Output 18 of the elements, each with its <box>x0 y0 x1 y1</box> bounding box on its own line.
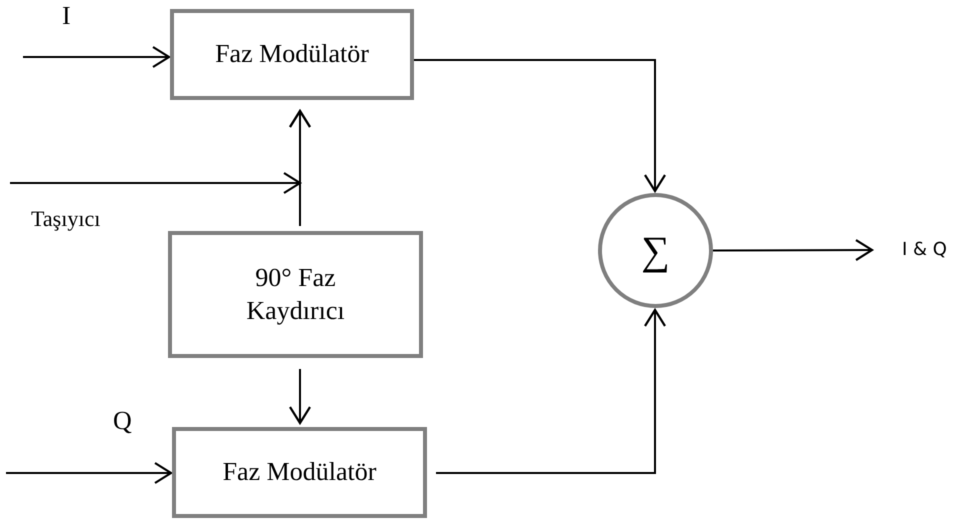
signal-label: I <box>62 1 71 31</box>
sigma-symbol: ∑ <box>641 226 670 274</box>
modulator-box <box>172 427 427 518</box>
arrow <box>436 308 666 474</box>
box-label: Faz Modülatör <box>222 456 376 488</box>
output-label: I & Q <box>902 238 947 262</box>
signal-label: Q <box>113 406 132 436</box>
arrow <box>288 110 312 226</box>
box-label: 90° Faz Kaydırıcı <box>245 262 346 327</box>
box-label: Faz Modülatör <box>215 38 369 70</box>
arrow <box>288 369 312 424</box>
arrow <box>414 59 666 192</box>
arrow <box>713 238 874 262</box>
arrow <box>23 46 170 68</box>
signal-label: Taşıyıcı <box>31 206 100 232</box>
arrow <box>6 462 172 484</box>
phase-shifter-box <box>168 231 423 358</box>
modulator-box <box>170 9 414 100</box>
